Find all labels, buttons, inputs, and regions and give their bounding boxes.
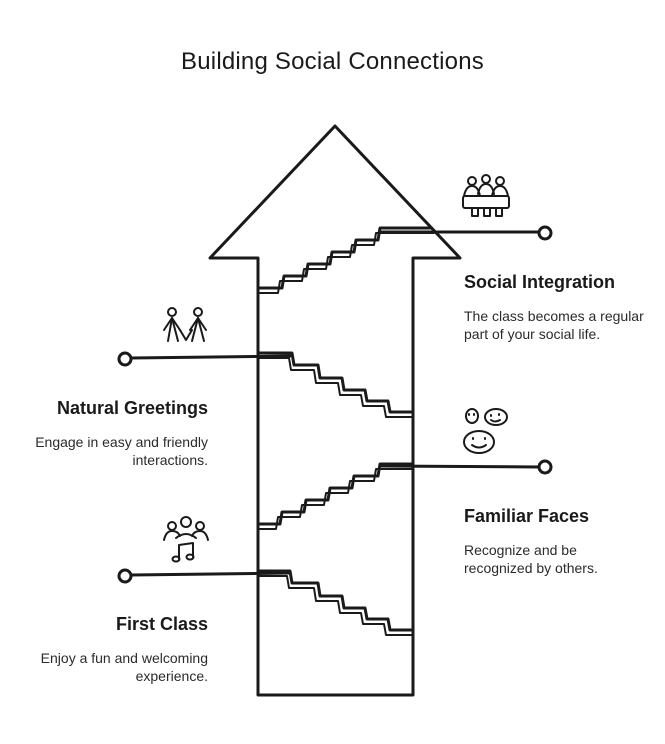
stage-description: Enjoy a fun and welcoming experience.	[40, 650, 208, 684]
stage-description: Recognize and be recognized by others.	[464, 542, 598, 576]
stage-heading: First Class	[115, 614, 208, 634]
connector-node	[537, 459, 553, 475]
connector-first-class	[129, 571, 292, 577]
page-title: Building Social Connections	[181, 48, 484, 75]
smiley-faces-icon	[463, 408, 508, 454]
stage-heading: Natural Greetings	[56, 398, 208, 418]
group-at-table-icon	[462, 174, 510, 217]
stage-description: The class becomes a regular part of your…	[464, 308, 644, 342]
connector-node	[537, 225, 553, 241]
stage-description: Engage in easy and friendly interactions…	[35, 434, 208, 468]
stage-social-integration: Social Integration The class becomes a r…	[464, 271, 654, 343]
connector-node	[117, 351, 133, 367]
connector-natural-greetings	[129, 354, 292, 360]
people-music-icon	[163, 516, 209, 563]
connector-node	[117, 568, 133, 584]
stage-natural-greetings: Natural Greetings Engage in easy and fri…	[18, 397, 208, 469]
stairs-1	[256, 569, 415, 632]
two-people-icon	[163, 307, 207, 342]
connector-familiar-faces	[378, 464, 542, 469]
stage-first-class: First Class Enjoy a fun and welcoming ex…	[18, 613, 208, 685]
stairs-3	[256, 351, 415, 414]
stage-heading: Familiar Faces	[464, 506, 590, 526]
arrow-outline	[208, 124, 462, 697]
stage-heading: Social Integration	[464, 272, 616, 292]
stage-familiar-faces: Familiar Faces Recognize and be recogniz…	[464, 505, 624, 577]
